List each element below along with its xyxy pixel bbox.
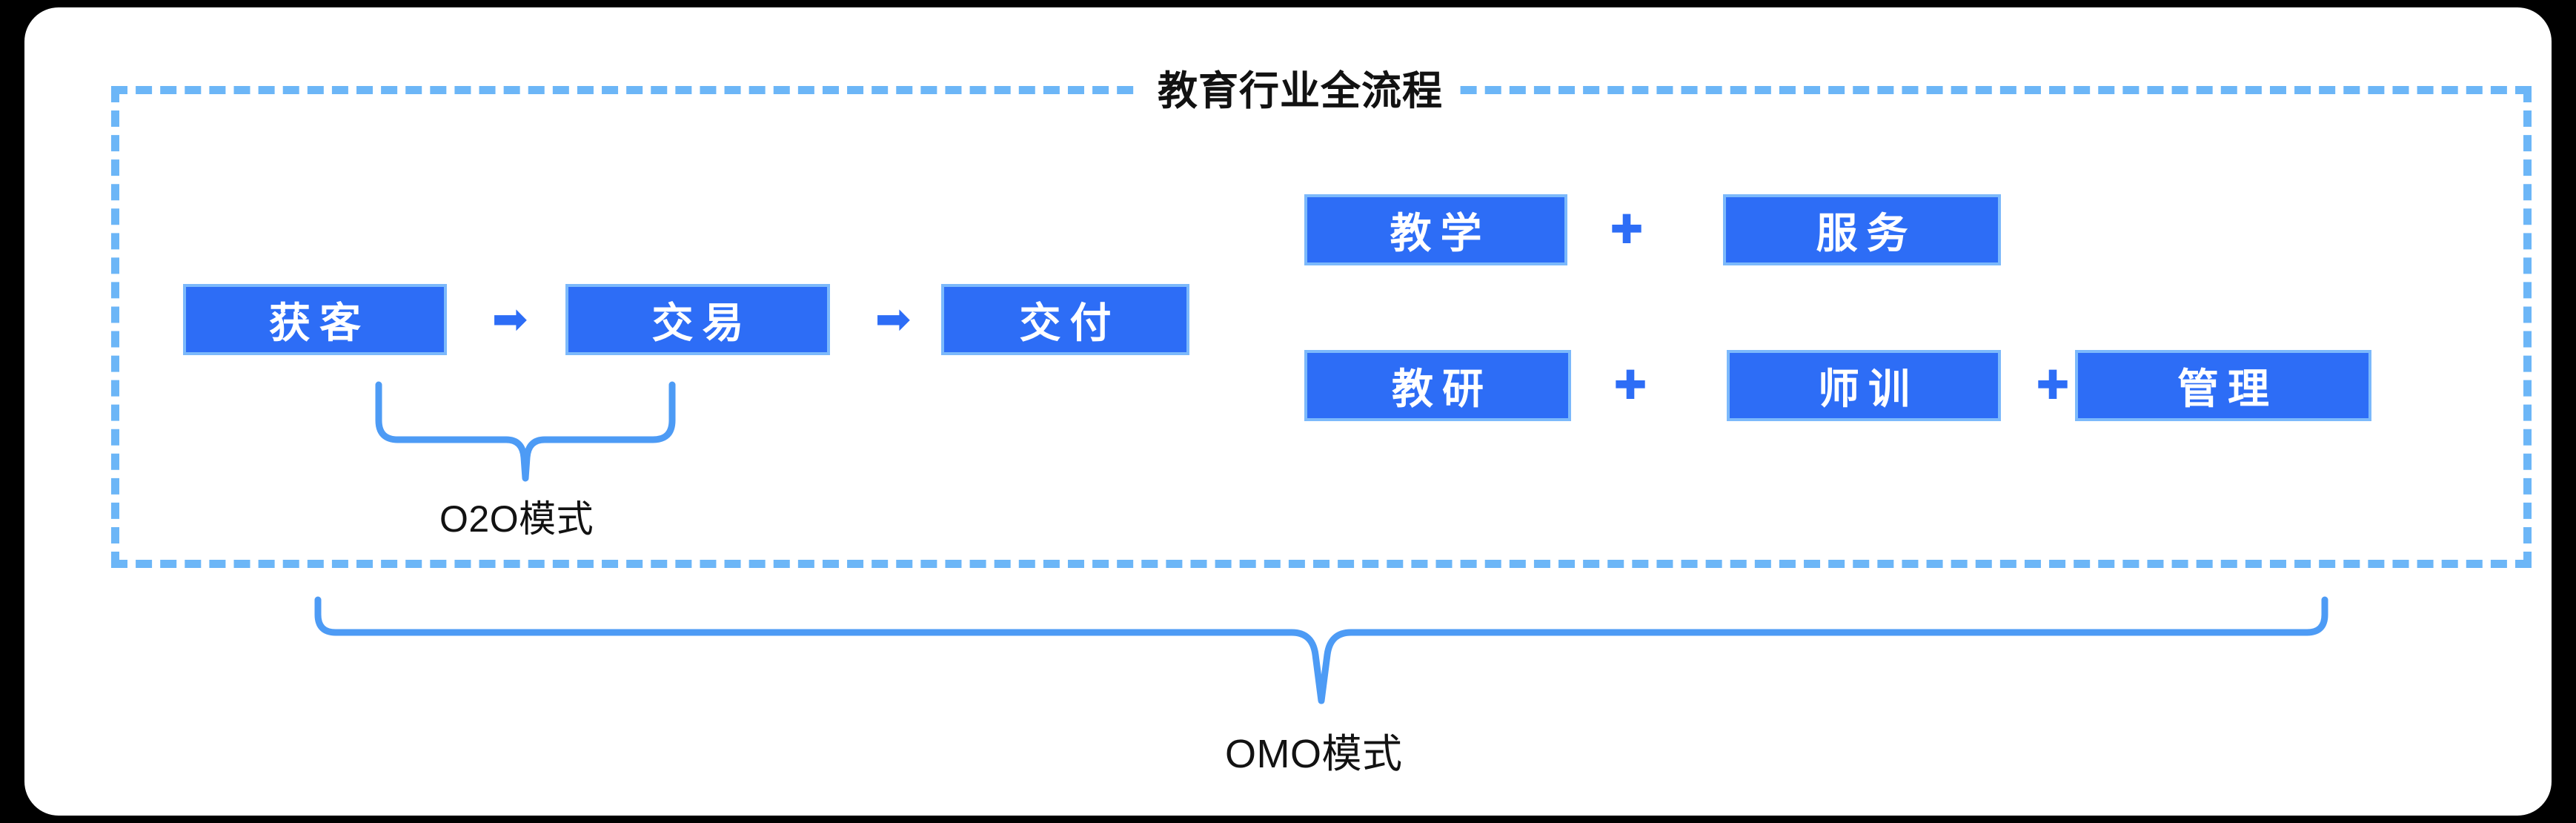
arrow-right-glyph-2: ➡ — [874, 295, 912, 343]
plus-icon-1: ✚ — [1590, 206, 1664, 254]
capability-box-research[interactable]: 教研 — [1304, 350, 1571, 421]
arrow-right-icon-1: ➡ — [469, 295, 551, 344]
omo-brace — [314, 596, 2328, 704]
o2o-caption: O2O模式 — [439, 498, 594, 540]
flow-step-label-2: 交易 — [651, 299, 753, 346]
capability-box-teaching[interactable]: 教学 — [1304, 194, 1567, 265]
capability-label-management: 管理 — [2177, 365, 2278, 412]
plus-icon-3: ✚ — [2016, 362, 2090, 409]
capability-box-management[interactable]: 管理 — [2075, 350, 2371, 421]
capability-label-teaching: 教学 — [1390, 209, 1491, 257]
capability-box-service[interactable]: 服务 — [1723, 194, 2001, 265]
flow-step-box-3[interactable]: 交付 — [941, 284, 1189, 355]
arrow-right-icon-2: ➡ — [852, 295, 934, 344]
flow-step-label-3: 交付 — [1019, 299, 1121, 346]
omo-brace-path — [314, 596, 2328, 704]
diagram-card: 教育行业全流程 获客 ➡ 交易 ➡ 交付 教学 ✚ 服务 教研 — [24, 7, 2552, 816]
omo-caption: OMO模式 — [1225, 732, 1403, 776]
flow-step-box-1[interactable]: 获客 — [183, 284, 447, 355]
capability-label-research: 教研 — [1392, 365, 1493, 412]
flow-step-box-2[interactable]: 交易 — [565, 284, 830, 355]
flow-step-label-1: 获客 — [269, 299, 370, 346]
plus-glyph-1: ✚ — [1610, 208, 1644, 252]
o2o-brace-path — [375, 381, 676, 482]
capability-label-service: 服务 — [1816, 209, 1917, 257]
plus-glyph-3: ✚ — [2036, 363, 2070, 408]
arrow-right-glyph-1: ➡ — [491, 295, 528, 343]
plus-icon-2: ✚ — [1593, 362, 1667, 409]
capability-box-teacher-training[interactable]: 师训 — [1727, 350, 2001, 421]
o2o-brace — [375, 381, 676, 482]
plus-glyph-2: ✚ — [1613, 363, 1647, 408]
frame-title: 教育行业全流程 — [1141, 68, 1459, 114]
capability-label-teacher-training: 师训 — [1818, 365, 1919, 412]
